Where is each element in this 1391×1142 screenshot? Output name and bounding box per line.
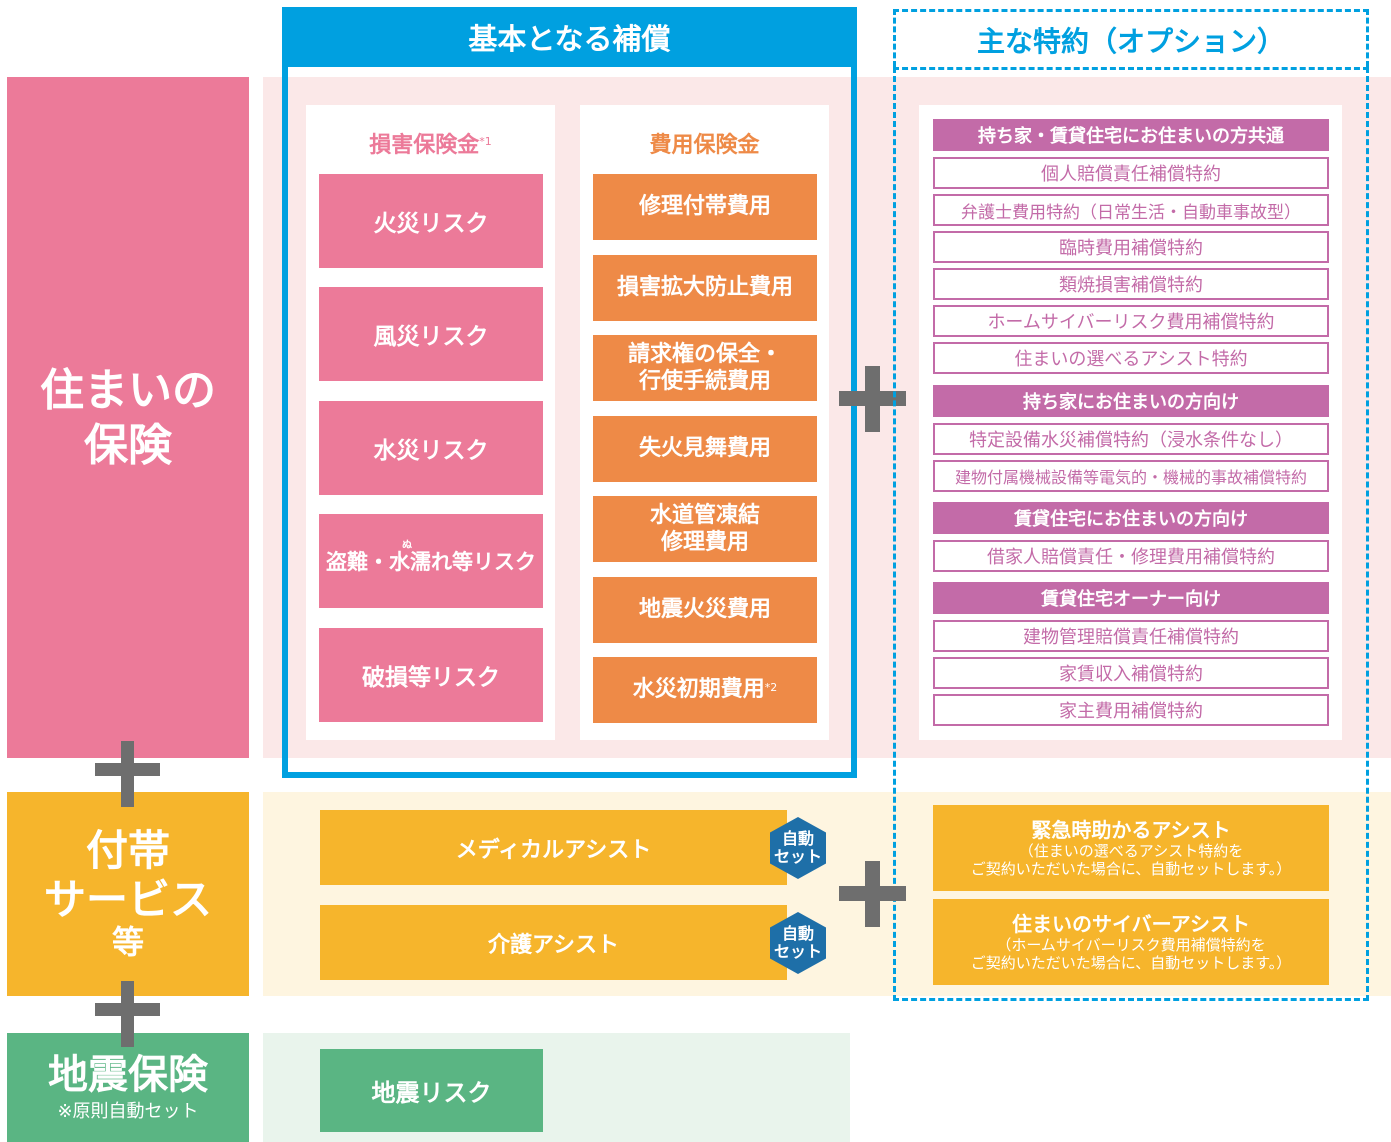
option-group-header: 持ち家・賃貸住宅にお住まいの方共通 [933, 119, 1329, 151]
category-home: 住まいの 保険 [7, 77, 249, 758]
damage-item: 盗難・水濡れ等リスク ぬ [319, 514, 543, 608]
service-item: メディカルアシスト [320, 810, 787, 885]
category-home-line2: 保険 [84, 419, 172, 471]
category-services: 付帯 サービス 等 [7, 792, 249, 996]
damage-header: 損害保険金*1 [306, 125, 555, 161]
damage-header-label: 損害保険金 [369, 133, 480, 158]
category-earthquake-note: ※原則自動セット [57, 1100, 199, 1122]
damage-item: 火災リスク [319, 174, 543, 268]
category-services-line3: 等 [111, 922, 144, 961]
auto-set-badge-line2: セット [773, 847, 822, 866]
damage-item: 水災リスク [319, 401, 543, 495]
cost-item: 水道管凍結 修理費用 [593, 496, 817, 562]
cost-item: 水災初期費用*2 [593, 657, 817, 723]
cost-item-line: 水道管凍結 [649, 502, 760, 528]
option-item: 借家人賠償責任・修理費用補償特約 [933, 540, 1329, 572]
option-group-header: 賃貸住宅にお住まいの方向け [933, 502, 1329, 534]
category-services-line1: 付帯 [85, 826, 170, 876]
cost-item: 修理付帯費用 [593, 174, 817, 240]
cost-item-line: 請求権の保全・ [627, 341, 782, 367]
damage-header-footnote: *1 [479, 134, 492, 148]
option-service-note: （住まいの選べるアシスト特約を [1018, 842, 1244, 860]
furigana: ぬ [402, 540, 412, 551]
option-item: 類焼損害補償特約 [933, 268, 1329, 300]
damage-item: 風災リスク [319, 287, 543, 381]
option-service-note: ご契約いただいた場合に、自動セットします。） [970, 860, 1292, 878]
option-item: 個人賠償責任補償特約 [933, 157, 1329, 189]
cost-item-line: 修理費用 [660, 530, 749, 555]
cost-item: 失火見舞費用 [593, 416, 817, 482]
category-home-line1: 住まいの [40, 364, 216, 416]
auto-set-badge-line2: セット [773, 942, 822, 961]
option-service-title: 住まいのサイバーアシスト [1012, 912, 1250, 936]
cost-item: 損害拡大防止費用 [593, 255, 817, 321]
option-item: 弁護士費用特約（日常生活・自動車事故型） [933, 194, 1329, 226]
option-service-item: 緊急時助かるアシスト （住まいの選べるアシスト特約を ご契約いただいた場合に、自… [933, 805, 1329, 891]
option-item: 住まいの選べるアシスト特約 [933, 342, 1329, 374]
cost-item-line: 行使手続費用 [638, 369, 771, 394]
options-title: 主な特約（オプション） [893, 9, 1369, 67]
cost-item-footnote: *2 [764, 681, 778, 695]
cost-item: 請求権の保全・ 行使手続費用 [593, 335, 817, 401]
auto-set-badge-line1: 自動 [781, 829, 814, 849]
basic-coverage-title: 基本となる補償 [282, 7, 857, 67]
service-item: 介護アシスト [320, 905, 787, 980]
option-group-header: 賃貸住宅オーナー向け [933, 582, 1329, 614]
earthquake-item: 地震リスク [320, 1049, 543, 1132]
category-earthquake: 地震保険 ※原則自動セット [7, 1033, 249, 1142]
option-item: 家主費用補償特約 [933, 694, 1329, 726]
category-services-line2: サービス [43, 874, 212, 924]
cost-item: 地震火災費用 [593, 577, 817, 643]
option-service-title: 緊急時助かるアシスト [1031, 818, 1231, 842]
cost-item-text: 水災初期費用 [632, 677, 765, 703]
option-item: 建物管理賠償責任補償特約 [933, 620, 1329, 652]
damage-item: 破損等リスク [319, 628, 543, 722]
cost-header: 費用保険金 [649, 133, 760, 158]
option-service-note: （ホームサイバーリスク費用補償特約を [996, 936, 1266, 954]
option-group-header: 持ち家にお住まいの方向け [933, 385, 1329, 417]
option-service-item: 住まいのサイバーアシスト （ホームサイバーリスク費用補償特約を ご契約いただいた… [933, 899, 1329, 985]
option-service-note: ご契約いただいた場合に、自動セットします。） [970, 954, 1292, 972]
damage-item-text: 盗難・水濡れ等リスク [326, 550, 536, 574]
auto-set-badge-line1: 自動 [781, 924, 814, 944]
option-item: ホームサイバーリスク費用補償特約 [933, 305, 1329, 337]
category-earthquake-title: 地震保険 [48, 1051, 208, 1098]
option-item: 家賃収入補償特約 [933, 657, 1329, 689]
option-item: 特定設備水災補償特約（浸水条件なし） [933, 423, 1329, 455]
option-item: 臨時費用補償特約 [933, 231, 1329, 263]
option-item: 建物付属機械設備等電気的・機械的事故補償特約 [933, 460, 1329, 492]
options-frame [893, 67, 1369, 1001]
